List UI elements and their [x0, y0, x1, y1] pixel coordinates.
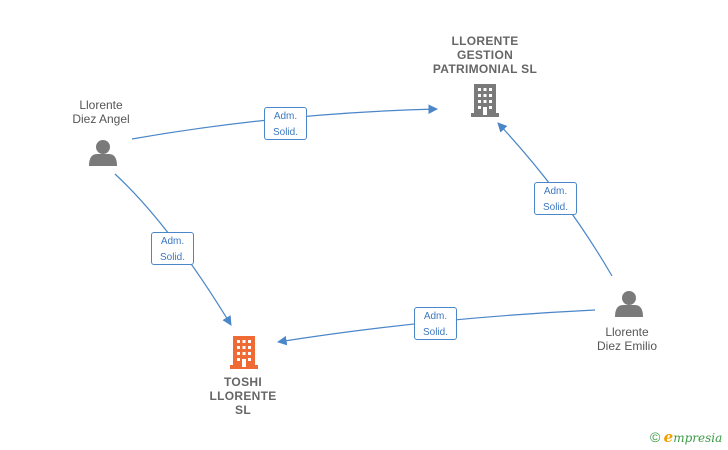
edge-label-angel-gestion: Adm. Solid.: [264, 107, 307, 140]
brand-name: mpresia: [673, 431, 723, 445]
person-icon[interactable]: [615, 291, 643, 317]
building-icon[interactable]: [230, 336, 258, 369]
edge-label-angel-toshi: Adm. Solid.: [151, 232, 194, 265]
edge-label-emilio-gestion: Adm. Solid.: [534, 182, 577, 215]
empresia-brand: © empresia: [650, 428, 722, 446]
edge-label-emilio-toshi: Adm. Solid.: [414, 307, 457, 340]
brand-initial: e: [663, 428, 674, 446]
copyright-symbol: ©: [650, 429, 661, 445]
person-label-emilio[interactable]: Llorente Diez Emilio: [596, 325, 657, 353]
person-label-angel[interactable]: Llorente Diez Angel: [72, 98, 130, 126]
company-label-gestion[interactable]: LLORENTE GESTION PATRIMONIAL SL: [432, 34, 538, 76]
company-label-toshi[interactable]: TOSHI LLORENTE SL: [209, 375, 277, 417]
person-icon[interactable]: [89, 140, 117, 166]
building-icon[interactable]: [471, 84, 499, 117]
